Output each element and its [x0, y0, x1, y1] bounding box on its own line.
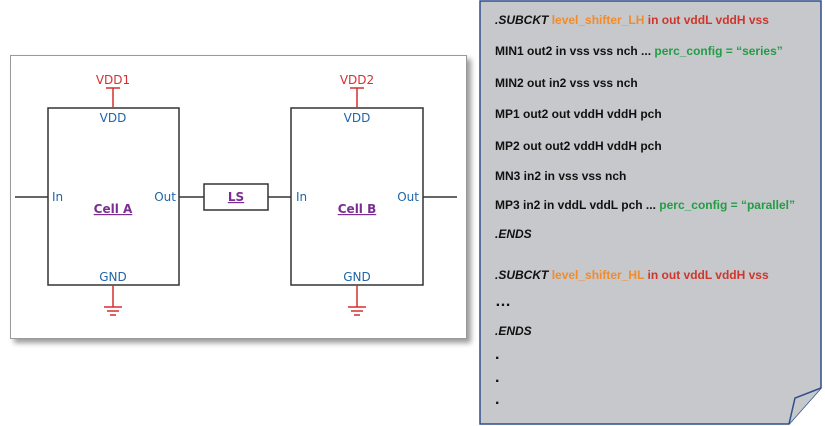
page-fold-icon: [788, 387, 822, 425]
perc-config: perc_config = “series”: [654, 44, 783, 58]
continuation-dot: .: [495, 369, 500, 386]
cell-a-in-pin: In: [52, 190, 63, 204]
netlist-line: MIN2 out in2 vss vss nch: [495, 76, 638, 90]
netlist-document: .SUBCKT level_shifter_LH in out vddL vdd…: [479, 0, 823, 426]
subckt-keyword: .SUBCKT: [495, 13, 549, 27]
cell-b: VDD2 VDD In Out Cell B GND: [290, 73, 424, 316]
netlist-line: MP3 in2 in vddL vddL pch ... perc_config…: [495, 198, 795, 212]
cell-b-in-pin: In: [296, 190, 307, 204]
subckt-keyword: .SUBCKT: [495, 268, 549, 282]
netlist-line: MP1 out2 out vddH vddH pch: [495, 107, 662, 121]
subckt-lh-header: .SUBCKT level_shifter_LH in out vddL vdd…: [495, 13, 769, 27]
device-statement: MIN1 out2 in vss vss nch ...: [495, 44, 652, 58]
netlist-page: [479, 0, 822, 425]
cell-b-ground-icon: [348, 285, 366, 316]
level-shifter: LS: [203, 183, 269, 211]
cell-a-name: Cell A: [94, 202, 133, 216]
cell-a-gnd-pin: GND: [99, 270, 127, 284]
cell-a-vdd-pin: VDD: [100, 111, 127, 125]
ends-statement: .ENDS: [495, 324, 532, 338]
subckt-name: level_shifter_LH: [551, 13, 645, 27]
level-shifter-label: LS: [228, 190, 244, 204]
cell-b-name: Cell B: [338, 202, 377, 216]
subckt-name: level_shifter_HL: [551, 268, 645, 282]
cell-a-ground-icon: [104, 285, 122, 316]
ellipsis: …: [495, 293, 511, 310]
cell-a: VDD1 VDD In Out Cell A GND: [47, 73, 180, 316]
continuation-dot: .: [495, 346, 500, 363]
cell-a-box: [47, 107, 180, 286]
cell-b-power-label: VDD2: [340, 73, 374, 87]
netlist-line: MN3 in2 in vss vss nch: [495, 169, 627, 183]
netlist-line: MP2 out out2 vddH vddH pch: [495, 139, 662, 153]
subckt-ports: in out vddL vddH vss: [647, 268, 769, 282]
level-shifter-box: [203, 183, 269, 211]
cell-b-vdd-pin: VDD: [344, 111, 371, 125]
subckt-hl-header: .SUBCKT level_shifter_HL in out vddL vdd…: [495, 268, 769, 282]
perc-config: perc_config = “parallel”: [659, 198, 795, 212]
continuation-dot: .: [495, 391, 500, 408]
schematic-panel: VDD1 VDD In Out Cell A GND LS VDD2 VDD: [10, 55, 467, 339]
ends-statement: .ENDS: [495, 227, 532, 241]
device-statement: MP3 in2 in vddL vddL pch ...: [495, 198, 656, 212]
cell-b-out-pin: Out: [397, 190, 419, 204]
schematic-diagram: VDD1 VDD In Out Cell A GND LS VDD2 VDD: [15, 73, 457, 316]
subckt-ports: in out vddL vddH vss: [647, 13, 769, 27]
netlist-line: MIN1 out2 in vss vss nch ... perc_config…: [495, 44, 783, 58]
cell-a-power-label: VDD1: [96, 73, 130, 87]
cell-a-out-pin: Out: [154, 190, 176, 204]
cell-b-gnd-pin: GND: [343, 270, 371, 284]
